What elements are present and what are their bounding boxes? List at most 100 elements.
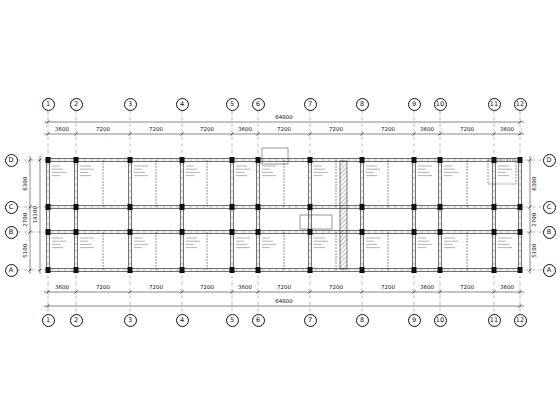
dimension-text: 7200 [459,285,475,291]
dimension-tick [47,133,50,136]
column [74,157,79,163]
dimension-tick [413,291,416,294]
secondary-beam [156,160,157,207]
beam-line [48,158,520,159]
dimension-tick [257,291,260,294]
dimension-tick [29,206,32,209]
axis-bubble: 8 [356,98,369,111]
column [230,204,235,210]
beam-line [131,160,132,270]
dimension-text: 3600 [237,285,253,291]
note-stroke [314,166,322,167]
dimension-tick [39,159,42,162]
axis-label: 1 [46,101,50,108]
column [518,267,523,273]
dimension-text: 3600 [54,127,70,133]
column [438,229,443,235]
secondary-beam [103,232,104,270]
dimension-tick [519,121,522,124]
axis-label: D [546,157,551,164]
secondary-beam [388,232,389,270]
column [438,204,443,210]
dimension-line [40,156,41,274]
axis-label: A [9,267,13,274]
column [412,229,417,235]
column [46,267,51,273]
note-stroke [418,241,429,242]
axis-bubble: 1 [42,98,55,111]
axis-label: 9 [412,101,416,108]
note-stroke [444,247,455,248]
dimension-tick [231,133,234,136]
dimension-text: 5100 [532,243,538,259]
dimension-text: 5100 [23,243,29,259]
note-stroke [134,175,148,176]
note-stroke [366,238,380,239]
dimension-tick [519,133,522,136]
note-stroke [314,238,325,239]
note-stroke [262,241,273,242]
note-stroke [186,166,194,167]
dimension-text: 3600 [499,127,515,133]
secondary-beam [336,232,337,270]
dimension-tick [47,305,50,308]
note-stroke [314,175,322,176]
note-stroke [498,169,512,170]
dimension-text: 7200 [95,285,111,291]
note-stroke [80,238,94,239]
column [412,157,417,163]
axis-label: 9 [412,317,416,324]
note-stroke [262,175,276,176]
beam-line [183,160,184,270]
axis-label: C [9,204,14,211]
dimension-text: 3600 [419,285,435,291]
column [74,204,79,210]
secondary-beam [207,160,208,207]
column [492,267,497,273]
axis-label: 11 [490,317,498,324]
note-stroke [498,238,512,239]
column [46,204,51,210]
axis-bubble: 2 [70,98,83,111]
note-stroke [80,247,94,248]
dimension-tick [29,269,32,272]
dimension-tick [361,133,364,136]
note-stroke [366,166,377,167]
dimension-line [44,134,524,135]
axis-label: 10 [436,101,444,108]
column [360,157,365,163]
note-stroke [186,238,197,239]
dimension-tick [129,291,132,294]
dimension-tick [361,291,364,294]
column [256,157,261,163]
note-stroke [236,172,244,173]
beam-line [128,160,129,270]
note-stroke [366,244,377,245]
column [412,204,417,210]
column [360,267,365,273]
beam-line [46,160,47,270]
note-stroke [366,247,380,248]
axis-label: 8 [360,101,364,108]
dimension-tick [529,159,532,162]
dimension-text: 7200 [95,127,111,133]
dimension-line [30,156,31,274]
stair-box [300,215,332,229]
dimension-text: 7200 [276,285,292,291]
note-stroke [80,169,94,170]
note-stroke [418,244,432,245]
note-stroke [498,241,506,242]
axis-bubble: 3 [124,314,137,327]
note-stroke [52,175,60,176]
dimension-text: 7200 [459,127,475,133]
dimension-tick [519,291,522,294]
column [128,229,133,235]
note-stroke [262,247,270,248]
note-stroke [236,244,247,245]
axis-label: 7 [308,101,312,108]
column [180,229,185,235]
dimension-text: 7200 [148,285,164,291]
note-stroke [262,169,270,170]
column [308,229,313,235]
axis-label: 2 [74,317,78,324]
